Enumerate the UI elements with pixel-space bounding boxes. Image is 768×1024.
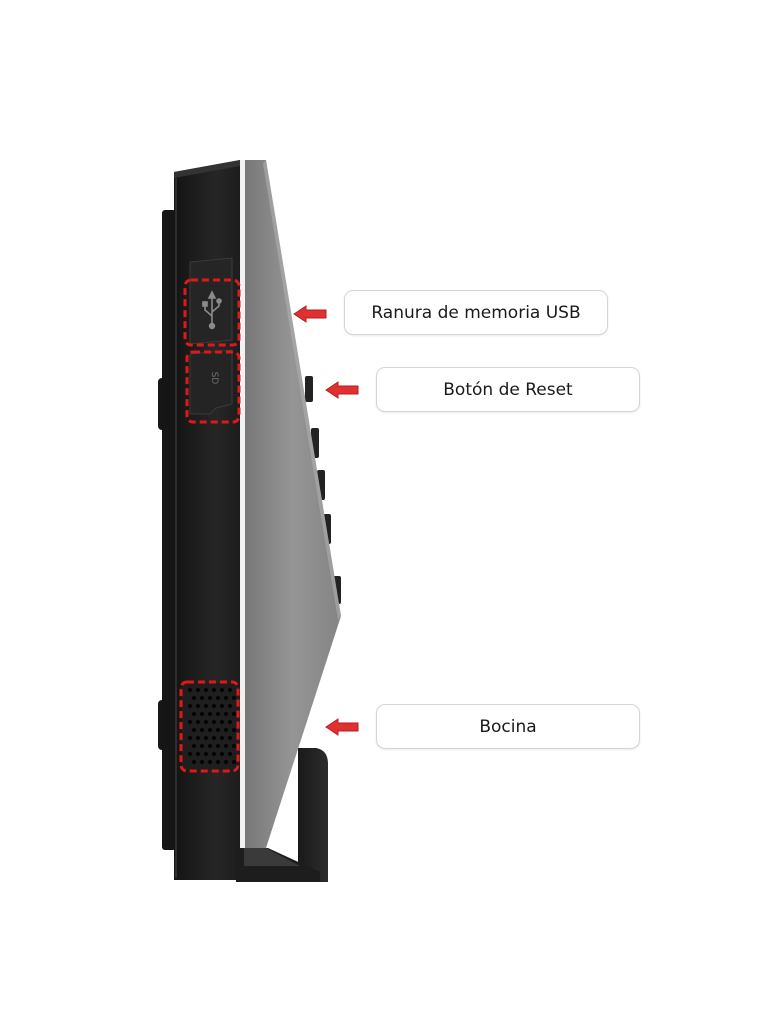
sd-slot: SD [185,349,241,424]
grille-hole [223,759,229,765]
grille-hole [227,719,233,725]
grille-hole [191,759,197,765]
grille-hole [199,759,205,765]
grille-hole [203,703,209,709]
grille-hole [227,687,233,693]
grille-hole [219,687,225,693]
speaker-grille [179,680,240,773]
grille-hole [219,735,225,741]
grille-hole [215,743,221,749]
grille-hole [199,743,205,749]
grille-hole [227,751,233,757]
grille-hole [211,751,217,757]
grille-hole [195,751,201,757]
grille-hole [199,727,205,733]
grille-hole [195,719,201,725]
grille-hole [195,687,201,693]
speaker-highlight-box [179,680,240,773]
grille-hole [191,743,197,749]
grille-hole [191,727,197,733]
usb-port [183,257,241,347]
grille-hole [215,727,221,733]
sd-card-icon: SD [209,372,219,385]
grille-hole [223,743,229,749]
grille-hole [211,735,217,741]
callout-reset-label: Botón de Reset [376,367,640,412]
grille-hole [211,703,217,709]
grille-hole [211,719,217,725]
grille-hole [223,695,229,701]
grille-hole [199,695,205,701]
grille-hole [231,759,237,765]
device-face [236,160,341,882]
grille-hole [187,735,193,741]
grille-hole [215,711,221,717]
arrow-left-icon [325,381,359,399]
grille-hole [191,695,197,701]
grille-hole [207,727,213,733]
grille-hole [187,751,193,757]
device-stand [298,748,328,882]
grille-hole [215,759,221,765]
grille-hole [207,695,213,701]
grille-hole [195,735,201,741]
grille-hole [191,711,197,717]
grille-hole [195,703,201,709]
grille-hole [227,703,233,709]
grille-hole [215,695,221,701]
grille-hole [223,711,229,717]
sd-highlight-box [185,350,241,424]
grille-hole [219,703,225,709]
grille-hole [223,727,229,733]
grille-hole [227,735,233,741]
grille-hole [203,719,209,725]
grille-hole [187,703,193,709]
grille-hole [211,687,217,693]
grille-hole [231,695,237,701]
grille-hole [203,735,209,741]
grille-hole [207,759,213,765]
grille-hole [187,687,193,693]
grille-hole [231,743,237,749]
left-side-knobs [158,210,176,850]
arrow-left-icon [325,718,359,736]
grille-hole [203,687,209,693]
grille-hole [203,751,209,757]
grille-hole [231,711,237,717]
arrow-left-icon [293,305,327,323]
grille-hole [219,751,225,757]
grille-hole [231,727,237,733]
grille-hole [219,719,225,725]
callout-usb-label: Ranura de memoria USB [344,290,608,335]
usb-highlight-box [183,278,241,347]
callout-speaker-label: Bocina [376,704,640,749]
grille-hole [207,743,213,749]
speaker-grille-icon [187,687,237,765]
svg-text:SD: SD [209,372,219,385]
usb-icon [202,290,222,330]
grille-hole [199,711,205,717]
grille-hole [187,719,193,725]
grille-hole [207,711,213,717]
